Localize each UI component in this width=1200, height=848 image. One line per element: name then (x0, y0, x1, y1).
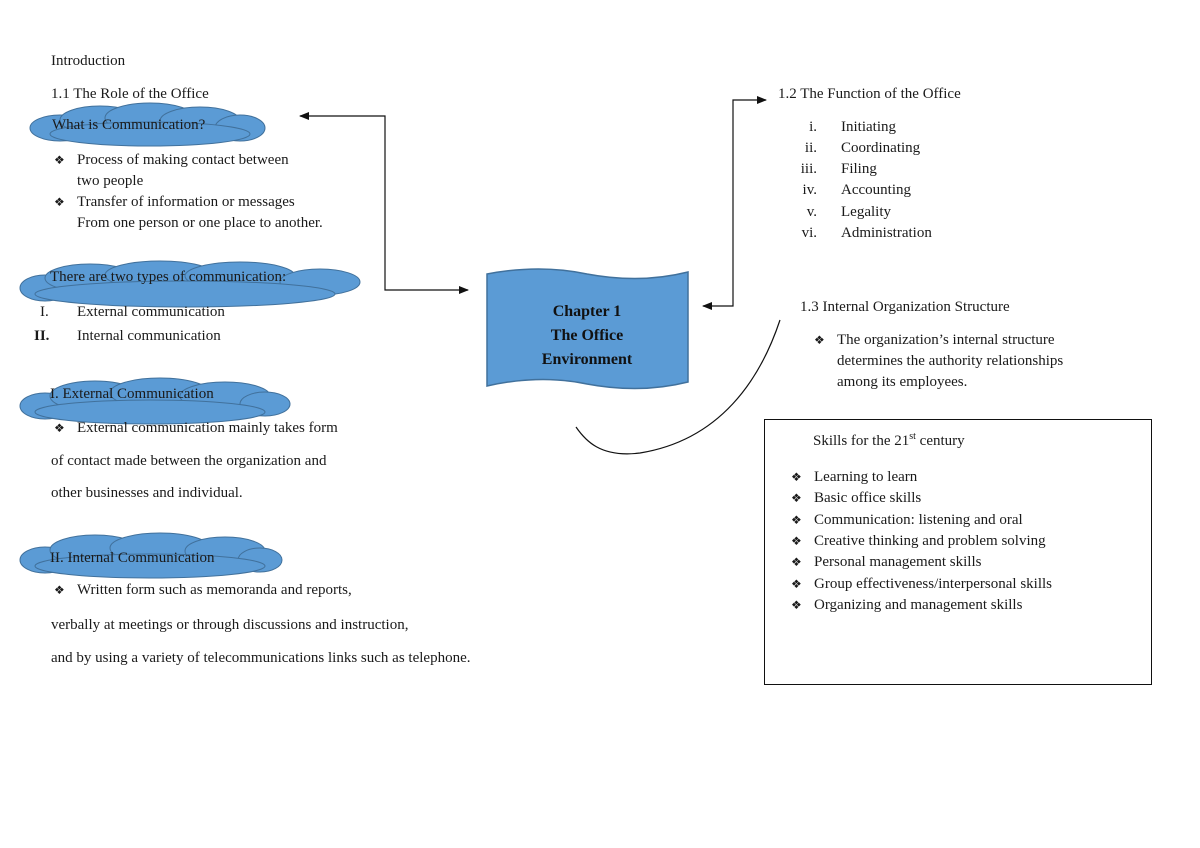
connector-chapter-to-function (702, 96, 767, 310)
skill-item: Communication: listening and oral (814, 512, 1023, 528)
what-is-line-2: two people (77, 173, 144, 189)
internal-structure-title: 1.3 Internal Organization Structure (800, 299, 1010, 315)
function-item-6-number: vi. (801, 225, 817, 241)
function-item-6-label: Administration (841, 225, 932, 241)
function-item-5-number: v. (806, 204, 817, 220)
external-line-3: other businesses and individual. (51, 485, 243, 501)
bullet-diamond-icon: ❖ (54, 153, 65, 167)
function-item-2-label: Coordinating (841, 140, 921, 156)
structure-line-3: among its employees. (837, 374, 968, 390)
external-communication-label: I. External Communication (50, 386, 214, 402)
function-item-4-label: Accounting (841, 182, 911, 198)
internal-line-2: verbally at meetings or through discussi… (51, 617, 409, 633)
types-item-1-number: I. (40, 304, 49, 320)
function-item-2-number: ii. (804, 140, 817, 156)
internal-line-3: and by using a variety of telecommunicat… (51, 650, 471, 666)
bullet-diamond-icon: ❖ (54, 583, 65, 597)
role-of-office-title: 1.1 The Role of the Office (51, 86, 209, 102)
chapter-line-3: Environment (541, 351, 633, 368)
function-item-3-number: iii. (800, 161, 817, 177)
connector-role-to-chapter (299, 112, 469, 294)
cloud-what-is-communication (29, 102, 266, 147)
external-line-2: of contact made between the organization… (51, 453, 327, 469)
function-item-4-number: iv. (802, 182, 817, 198)
bullet-diamond-icon: ❖ (791, 555, 802, 569)
skills-title-suffix: century (915, 433, 965, 449)
skill-item: Learning to learn (814, 469, 918, 485)
bullet-diamond-icon: ❖ (791, 534, 802, 548)
introduction-heading: Introduction (51, 53, 126, 69)
types-of-communication-label: There are two types of communication: (50, 269, 287, 285)
what-is-communication-label: What is Communication? (52, 117, 206, 133)
types-item-1-label: External communication (77, 304, 225, 320)
cloud-internal-communication (19, 532, 283, 579)
external-line-1: External communication mainly takes form (77, 420, 338, 436)
function-item-1-label: Initiating (841, 119, 896, 135)
bullet-diamond-icon: ❖ (791, 577, 802, 591)
bullet-diamond-icon: ❖ (791, 598, 802, 612)
function-item-3-label: Filing (841, 161, 877, 177)
skills-title-prefix: Skills for the 21 (813, 433, 910, 449)
bullet-diamond-icon: ❖ (814, 333, 825, 347)
what-is-line-1: Process of making contact between (77, 152, 289, 168)
skill-item: Personal management skills (814, 554, 982, 570)
skills-title-sup: st (909, 431, 916, 442)
types-item-2-number: II. (34, 328, 50, 344)
connector-structure-curve (575, 319, 781, 455)
bullet-diamond-icon: ❖ (791, 491, 802, 505)
types-item-2-label: Internal communication (77, 328, 221, 344)
function-item-1-number: i. (809, 119, 817, 135)
bullet-diamond-icon: ❖ (791, 470, 802, 484)
cloud-external-communication (19, 377, 291, 425)
structure-line-2: determines the authority relationships (837, 353, 1064, 369)
skills-box (764, 419, 1152, 685)
function-item-5-label: Legality (841, 204, 891, 220)
bullet-diamond-icon: ❖ (54, 195, 65, 209)
internal-line-1: Written form such as memoranda and repor… (77, 582, 352, 598)
internal-communication-label: II. Internal Communication (50, 550, 215, 566)
skill-item: Creative thinking and problem solving (814, 533, 1046, 549)
skill-item: Basic office skills (814, 490, 922, 506)
skill-item: Organizing and management skills (814, 597, 1023, 613)
skill-item: Group effectiveness/interpersonal skills (814, 576, 1052, 592)
chapter-line-1: Chapter 1 (552, 303, 622, 320)
chapter-banner-title: Chapter 1 The Office Environment (487, 300, 687, 372)
skills-title: Skills for the 21st century (813, 426, 965, 452)
bullet-diamond-icon: ❖ (791, 513, 802, 527)
bullet-diamond-icon: ❖ (54, 421, 65, 435)
function-of-office-title: 1.2 The Function of the Office (778, 86, 961, 102)
what-is-line-3: Transfer of information or messages (77, 194, 295, 210)
structure-line-1: The organization’s internal structure (837, 332, 1055, 348)
chapter-line-2: The Office (550, 327, 624, 344)
chapter-banner-shape (486, 268, 689, 390)
what-is-line-4: From one person or one place to another. (77, 215, 323, 231)
